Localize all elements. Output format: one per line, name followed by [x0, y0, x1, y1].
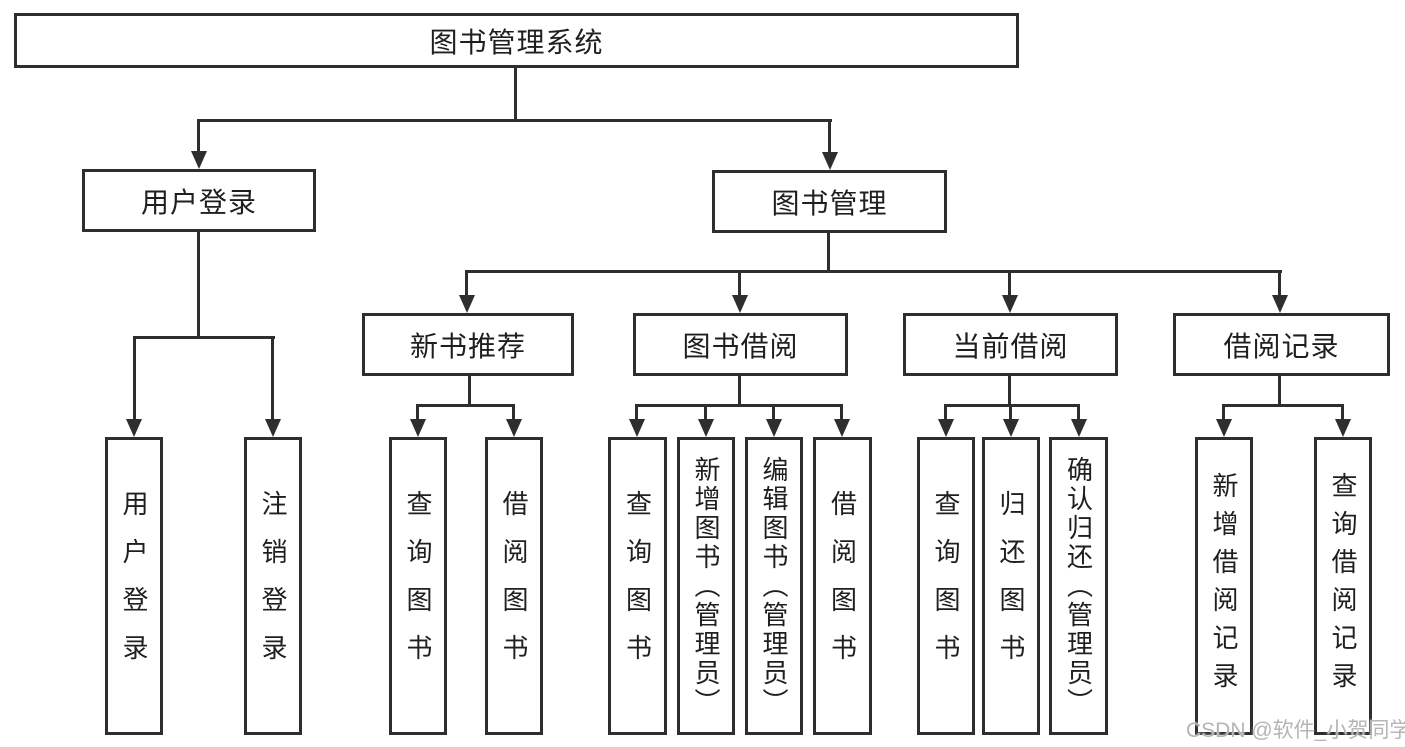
connector-record-drop-1: [1222, 404, 1225, 420]
leaf-borrow-borrow-books: 借阅图书: [813, 437, 872, 735]
arrowhead-current-query: [938, 419, 954, 437]
leaf-return-books: 归还图书: [982, 437, 1040, 735]
leaf-add-books-admin-label: 新增图书（管理员）: [691, 455, 721, 717]
node-root: 图书管理系统: [14, 13, 1019, 68]
node-current-borrow-label: 当前借阅: [952, 330, 1069, 362]
leaf-edit-books-admin-label: 编辑图书（管理员）: [759, 455, 789, 717]
connector-root-drop-left: [197, 119, 200, 152]
leaf-return-books-label: 归还图书: [996, 490, 1026, 682]
leaf-borrow-query-books-label: 查询图书: [622, 490, 653, 682]
arrowhead-borrow-add: [698, 419, 714, 437]
connector-mgmt-drop-3: [1008, 270, 1011, 296]
arrowhead-newrec-query: [410, 419, 426, 437]
connector-root-hbar: [197, 119, 832, 122]
connector-current-hbar: [944, 404, 1080, 407]
arrowhead-borrow-borrow: [834, 419, 850, 437]
connector-newrec-stem: [468, 376, 471, 407]
node-book-mgmt-label: 图书管理: [771, 187, 888, 219]
connector-newrec-drop-2: [512, 404, 515, 420]
leaf-current-query-books: 查询图书: [917, 437, 975, 735]
connector-root-drop-right: [828, 119, 831, 152]
arrowhead-book-mgmt: [822, 152, 838, 170]
arrowhead-newrec-borrow: [506, 419, 522, 437]
arrowhead-borrow-record: [1272, 295, 1288, 313]
arrowhead-current-borrow: [1002, 295, 1018, 313]
leaf-current-query-books-label: 查询图书: [931, 490, 961, 682]
connector-newrec-drop-1: [416, 404, 419, 420]
connector-borrow-stem: [738, 376, 741, 407]
connector-mgmt-drop-1: [465, 270, 468, 296]
node-user-login: 用户登录: [82, 169, 316, 232]
leaf-newrec-query-books-label: 查询图书: [403, 490, 433, 682]
connector-borrow-hbar: [635, 404, 843, 407]
arrowhead-borrow-edit: [766, 419, 782, 437]
arrowhead-record-query: [1335, 419, 1351, 437]
leaf-add-borrow-record: 新增借阅记录: [1195, 437, 1253, 735]
node-new-book-rec-label: 新书推荐: [409, 330, 526, 362]
leaf-newrec-borrow-books: 借阅图书: [485, 437, 543, 735]
node-borrow-record-label: 借阅记录: [1223, 330, 1340, 362]
leaf-add-borrow-record-label: 新增借阅记录: [1209, 472, 1239, 700]
arrowhead-record-add: [1216, 419, 1232, 437]
leaf-logout: 注销登录: [244, 437, 302, 735]
connector-mgmt-stem: [827, 233, 830, 273]
leaf-add-books-admin: 新增图书（管理员）: [677, 437, 735, 735]
node-book-mgmt: 图书管理: [712, 170, 947, 233]
arrowhead-current-confirm: [1071, 419, 1087, 437]
connector-mgmt-drop-4: [1278, 270, 1281, 296]
connector-newrec-hbar: [416, 404, 515, 407]
connector-current-drop-3: [1077, 404, 1080, 420]
node-current-borrow: 当前借阅: [903, 313, 1118, 376]
leaf-confirm-return-admin-label: 确认归还（管理员）: [1063, 455, 1094, 717]
connector-mgmt-drop-2: [738, 270, 741, 296]
connector-borrow-drop-2: [704, 404, 707, 420]
leaf-query-borrow-record-label: 查询借阅记录: [1328, 472, 1358, 700]
connector-login-stem: [197, 232, 200, 339]
node-new-book-rec: 新书推荐: [362, 313, 574, 376]
arrowhead-borrow-query: [629, 419, 645, 437]
arrowhead-user-login: [191, 151, 207, 169]
connector-borrow-drop-4: [840, 404, 843, 420]
leaf-edit-books-admin: 编辑图书（管理员）: [745, 437, 803, 735]
arrowhead-new-book-rec: [459, 295, 475, 313]
connector-record-hbar: [1222, 404, 1344, 407]
connector-record-stem: [1278, 376, 1281, 407]
leaf-logout-label: 注销登录: [258, 490, 288, 682]
connector-login-drop-1: [133, 336, 136, 420]
connector-login-hbar: [133, 336, 275, 339]
node-book-borrow: 图书借阅: [633, 313, 848, 376]
arrowhead-leaf-logout: [265, 419, 281, 437]
node-root-label: 图书管理系统: [429, 26, 604, 58]
leaf-confirm-return-admin: 确认归还（管理员）: [1049, 437, 1108, 735]
connector-borrow-drop-1: [635, 404, 638, 420]
connector-borrow-drop-3: [772, 404, 775, 420]
connector-current-stem: [1008, 376, 1011, 407]
arrowhead-current-return: [1003, 419, 1019, 437]
connector-root-stem: [514, 67, 517, 120]
node-book-borrow-label: 图书借阅: [682, 330, 799, 362]
leaf-newrec-borrow-books-label: 借阅图书: [499, 490, 529, 682]
connector-mgmt-hbar: [465, 270, 1282, 273]
leaf-borrow-query-books: 查询图书: [608, 437, 667, 735]
connector-login-drop-2: [271, 336, 274, 420]
leaf-query-borrow-record: 查询借阅记录: [1314, 437, 1372, 735]
leaf-user-login-label: 用户登录: [119, 490, 149, 682]
connector-current-drop-1: [944, 404, 947, 420]
leaf-newrec-query-books: 查询图书: [389, 437, 447, 735]
leaf-borrow-borrow-books-label: 借阅图书: [827, 490, 858, 682]
node-borrow-record: 借阅记录: [1173, 313, 1390, 376]
node-user-login-label: 用户登录: [140, 186, 257, 218]
connector-record-drop-2: [1341, 404, 1344, 420]
leaf-user-login: 用户登录: [105, 437, 163, 735]
arrowhead-book-borrow: [732, 295, 748, 313]
connector-current-drop-2: [1009, 404, 1012, 420]
watermark: CSDN @软件_小贺同学: [1186, 719, 1405, 742]
arrowhead-leaf-user-login: [126, 419, 142, 437]
